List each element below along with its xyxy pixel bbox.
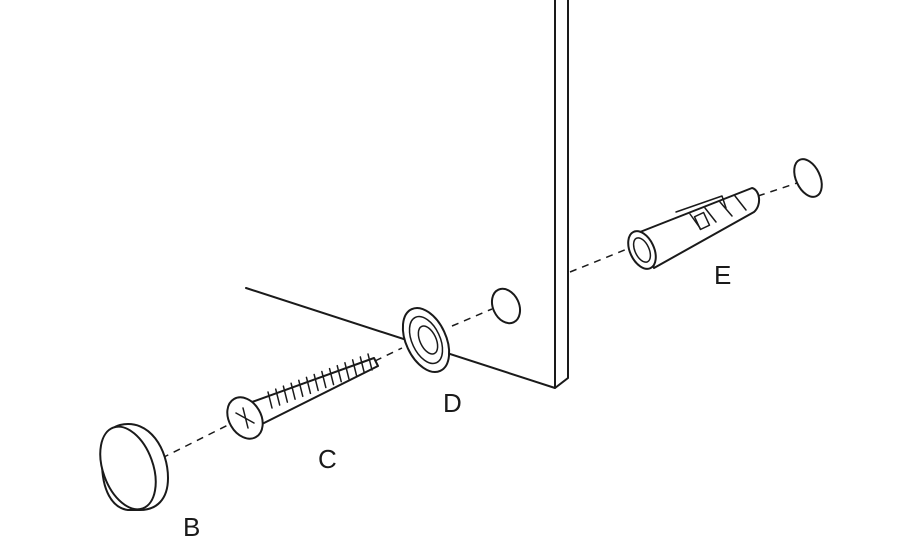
- screw-thread: [282, 385, 289, 403]
- screw-thread: [274, 388, 281, 406]
- washer: [401, 307, 451, 373]
- screw-thread: [298, 379, 304, 398]
- screw-thread: [290, 382, 296, 400]
- cover-cap: [99, 423, 169, 511]
- screw-thread: [344, 362, 350, 380]
- wall-plug: [627, 187, 760, 270]
- label-b: B: [183, 512, 200, 542]
- screw-thread: [359, 356, 366, 374]
- screw-thread: [351, 359, 358, 377]
- screw: [226, 353, 379, 440]
- label-c: C: [318, 444, 337, 474]
- screw-thread: [367, 353, 373, 371]
- screw-thread: [328, 367, 335, 386]
- label-e: E: [714, 260, 731, 290]
- panel: [245, 0, 569, 389]
- screw-thread: [321, 370, 327, 389]
- screw-thread: [336, 364, 342, 383]
- wall-hole: [793, 158, 823, 198]
- axis-line: [161, 181, 801, 459]
- screw-thread: [313, 373, 319, 392]
- screw-thread: [305, 376, 312, 395]
- label-d: D: [443, 388, 462, 418]
- panel-hole: [490, 287, 522, 325]
- screw-thread: [267, 391, 273, 409]
